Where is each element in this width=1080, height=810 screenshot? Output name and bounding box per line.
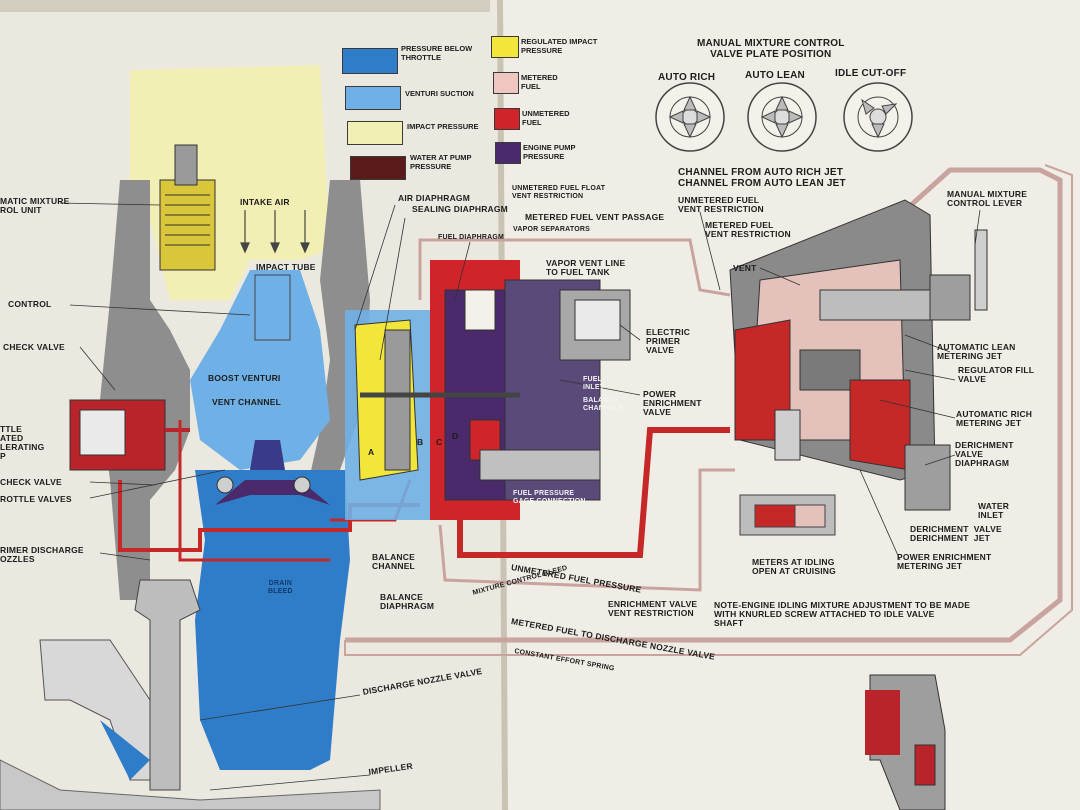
plate-position-auto-rich: AUTO RICH [658, 72, 716, 83]
label-sealing-diaphragm: SEALING DIAPHRAGM [412, 204, 508, 214]
legend-label-pressure-below-throttle: PRESSURE BELOW THROTTLE [401, 44, 473, 62]
label-enrichment-valve-vent: ENRICHMENT VALVE VENT RESTRICTION [608, 599, 698, 618]
label-balance-channel: BALANCE CHANNEL [372, 552, 415, 571]
label-check-valve-top: CHECK VALVE [3, 342, 65, 352]
label-letter-d: D [452, 431, 459, 441]
leader-lines [59, 202, 981, 791]
label-fuel-pressure-connection: FUEL PRESSURE GAGE CONNECTION [513, 490, 586, 505]
label-air-diaphragm: AIR DIAPHRAGM [398, 193, 471, 203]
label-derichment-valve-jet: DERICHMENT VALVE DERICHMENT JET [910, 524, 1002, 543]
label-control: CONTROL [8, 299, 52, 309]
label-water-inlet: WATER INLET [978, 501, 1010, 520]
label-electric-primer-valve: ELECTRIC PRIMER VALVE [646, 327, 691, 355]
label-derichment-diaphragm: DERICHMENT VALVE DIAPHRAGM [955, 440, 1014, 468]
legend-swatch-engine-pump-pressure [495, 142, 521, 164]
label-manual-mixture-lever: MANUAL MIXTURE CONTROL LEVER [947, 189, 1028, 208]
legend-swatch-unmetered-fuel [494, 108, 520, 130]
label-balance-diaphragm: BALANCE DIAPHRAGM [380, 592, 435, 611]
label-amc-unit: MATIC MIXTURE ROL UNIT [0, 196, 70, 215]
below-throttle-region [195, 470, 350, 770]
fuel-line-main [457, 427, 730, 558]
label-boost-venturi: BOOST VENTURI [208, 373, 281, 383]
label-meters-at-idling: METERS AT IDLING OPEN AT CRUISING [752, 557, 836, 576]
top-edge [0, 0, 490, 12]
label-check-valve-lower: CHECK VALVE [0, 477, 62, 487]
label-fuel-diaphragm: FUEL DIAPHRAGM [438, 234, 505, 241]
derichment-valve [904, 444, 951, 511]
label-letter-b: B [417, 437, 424, 447]
venturi-region [190, 270, 330, 470]
label-vent-channel: VENT CHANNEL [212, 397, 281, 407]
legend-swatch-pressure-below-throttle [342, 48, 398, 74]
legend-label-regulated-impact-pressure: REGULATED IMPACT PRESSURE [521, 37, 598, 55]
legend-label-venturi-suction: VENTURI SUCTION [405, 89, 474, 98]
label-throttle-valves: ROTTLE VALVES [0, 494, 72, 504]
channel-lean-label: CHANNEL FROM AUTO LEAN JET [678, 178, 846, 189]
label-letter-c: C [436, 437, 443, 447]
label-vapor-vent-line: VAPOR VENT LINE TO FUEL TANK [546, 258, 626, 277]
label-power-enrichment-valve: POWER ENRICHMENT VALVE [643, 389, 702, 417]
plate-dial-auto-lean [747, 82, 817, 152]
label-unmetered-fuel-vent-restriction: UNMETERED FUEL VENT RESTRICTION [678, 195, 764, 214]
channel-rich-label: CHANNEL FROM AUTO RICH JET [678, 167, 844, 178]
label-regulator-fill-valve: REGULATOR FILL VALVE [958, 365, 1035, 384]
label-balance-channels: BALANCE CHANNELS [583, 397, 624, 412]
legend-swatch-impact-pressure [347, 121, 403, 145]
label-auto-lean-jet: AUTOMATIC LEAN METERING JET [937, 342, 1016, 361]
plate-position-auto-lean: AUTO LEAN [745, 70, 805, 81]
label-letter-a: A [368, 447, 375, 457]
label-metered-fuel-vent-passage: METERED FUEL VENT PASSAGE [525, 212, 665, 222]
housing-left [100, 180, 190, 600]
legend-swatch-regulated-impact-pressure [491, 36, 519, 58]
label-intake-air: INTAKE AIR [240, 197, 290, 207]
discharge-nozzle [134, 579, 201, 791]
legend-swatch-metered-fuel [493, 72, 519, 94]
plate-dial-idle-cutoff [843, 82, 913, 152]
label-auto-rich-jet: AUTOMATIC RICH METERING JET [956, 409, 1033, 428]
plate-dial-auto-rich [655, 82, 725, 152]
legend-label-impact-pressure: IMPACT PRESSURE [407, 122, 479, 131]
legend-label-water-at-pump-pressure: WATER AT PUMP PRESSURE [410, 153, 472, 171]
label-metered-fuel-vent-restriction: METERED FUEL VENT RESTRICTION [705, 220, 791, 239]
label-unmetered-fuel-float-vent: UNMETERED FUEL FLOAT VENT RESTRICTION [512, 185, 606, 200]
label-drain-bleed: DRAIN BLEED [268, 580, 293, 595]
mixture-lever [974, 229, 988, 311]
legend-swatch-water-at-pump-pressure [350, 156, 406, 180]
label-note: NOTE-ENGINE IDLING MIXTURE ADJUSTMENT TO… [714, 600, 971, 628]
mixture-plate-title: MANUAL MIXTURE CONTROL VALVE PLATE POSIT… [697, 38, 845, 60]
label-throttle-accelerating: TTLE ATED LERATING P [0, 424, 45, 461]
label-primer-discharge-nozzles: RIMER DISCHARGE OZZLES [0, 545, 84, 564]
label-vapor-separators: VAPOR SEPARATORS [513, 226, 590, 233]
legend-label-engine-pump-pressure: ENGINE PUMP PRESSURE [523, 143, 576, 161]
metered-fuel-to-nozzle-line [345, 167, 1063, 643]
label-vent: VENT [733, 263, 757, 273]
legend-label-metered-fuel: METERED FUEL [521, 73, 558, 91]
label-impact-tube: IMPACT TUBE [256, 262, 316, 272]
label-fuel-inlet: FUEL INLET [583, 376, 605, 391]
legend-label-unmetered-fuel: UNMETERED FUEL [522, 109, 570, 127]
legend-swatch-venturi-suction [345, 86, 401, 110]
plate-position-idle-cutoff: IDLE CUT-OFF [835, 68, 907, 79]
label-power-enrichment-jet: POWER ENRICHMENT METERING JET [897, 552, 992, 571]
